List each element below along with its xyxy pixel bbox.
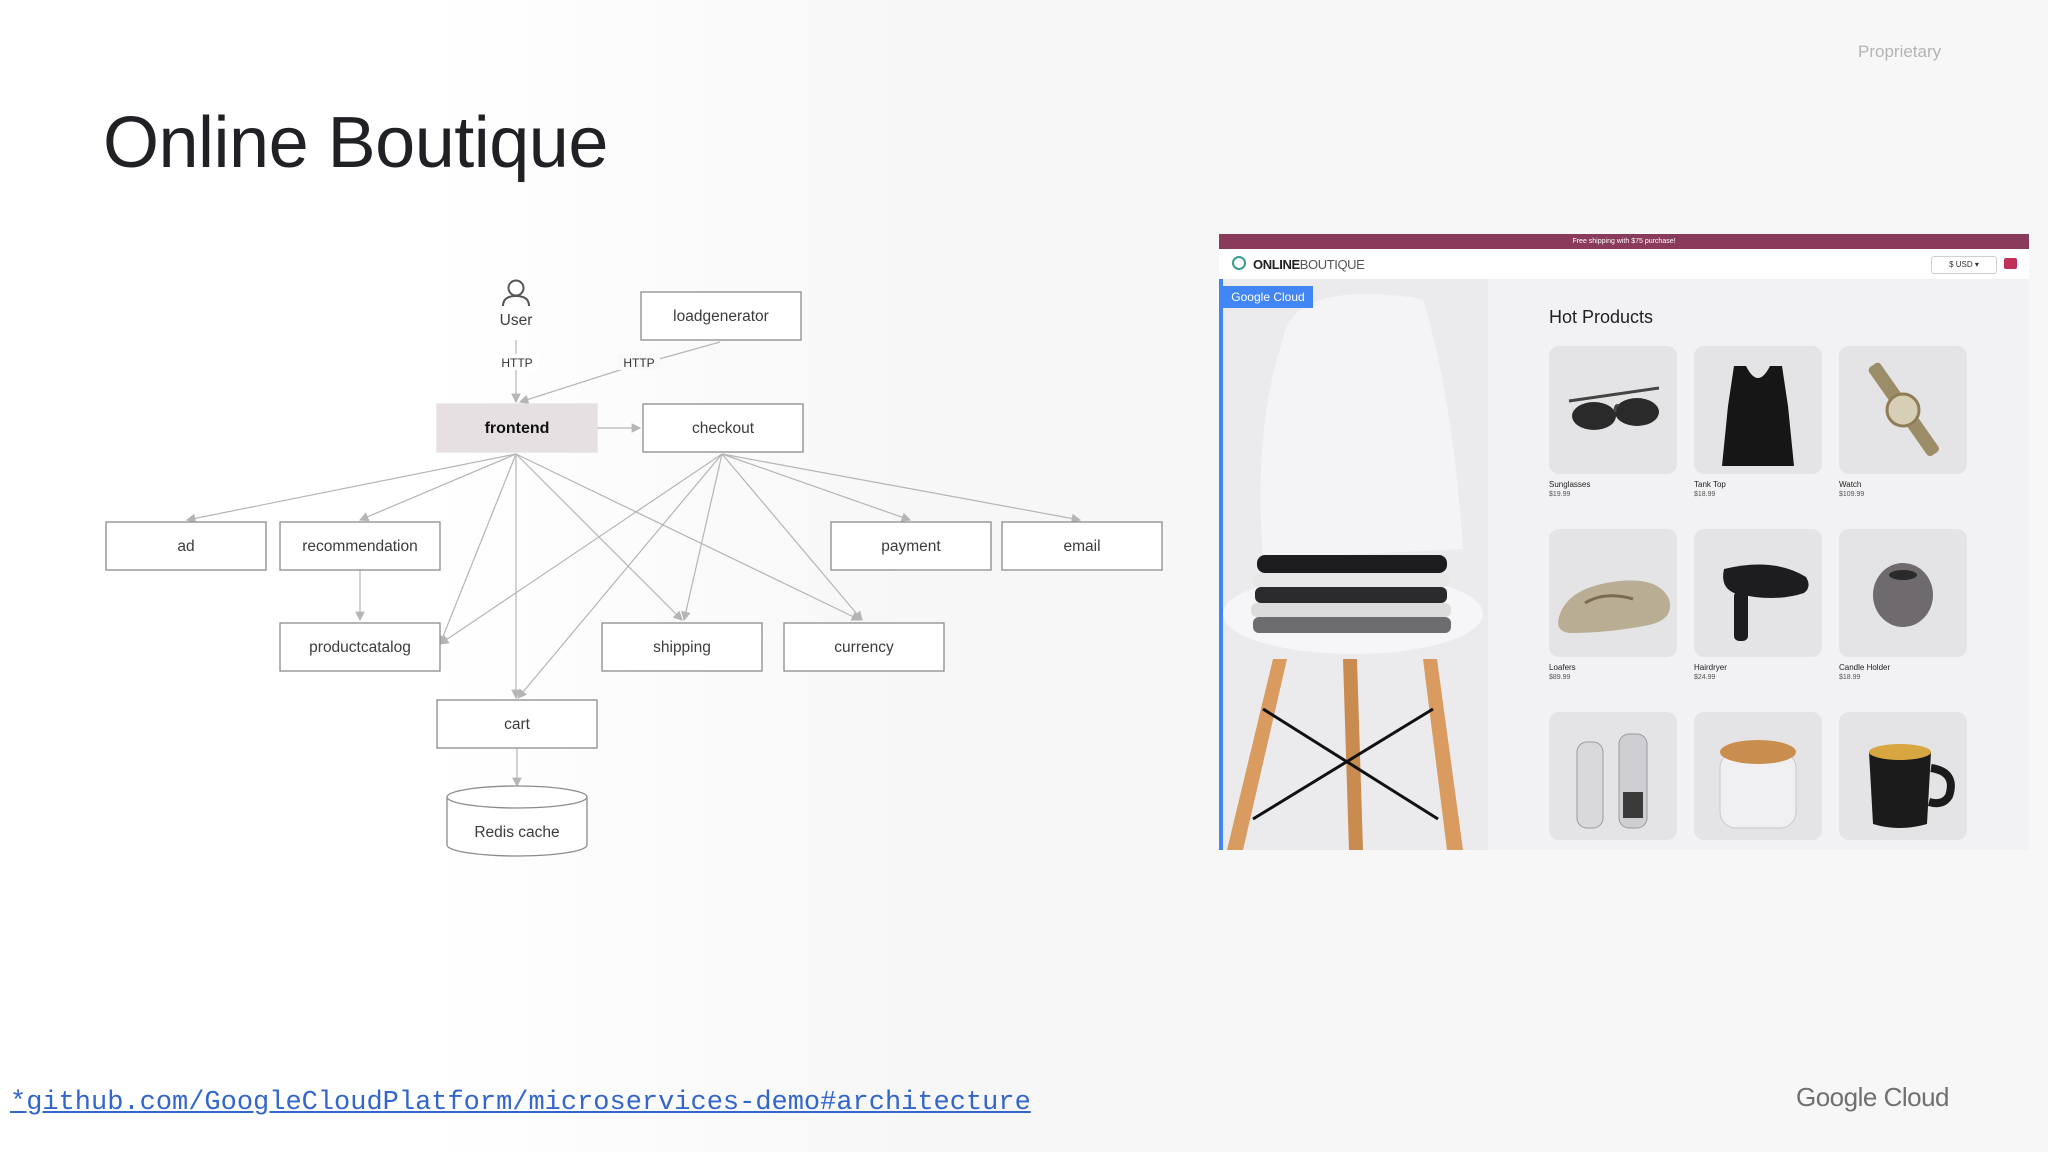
http-label-bg	[496, 354, 538, 370]
logo-icon	[1232, 256, 1246, 270]
product-name[interactable]: Candle Holder	[1839, 663, 1891, 672]
product-name[interactable]: Loafers	[1549, 663, 1576, 672]
user-label: User	[500, 312, 533, 329]
redis-cache-node	[446, 785, 588, 857]
ad-node	[105, 521, 267, 571]
google-cloud-logo: Google Cloud	[1796, 1082, 1950, 1112]
product-price: $89.99	[1549, 674, 1571, 681]
app-screenshot: Free shipping with $75 purchase! ONLINEB…	[1219, 234, 2029, 850]
cart-node	[436, 699, 598, 749]
frontend-label: frontend	[485, 420, 550, 437]
frontend-node	[436, 403, 598, 453]
product-name[interactable]: Sunglasses	[1549, 480, 1591, 489]
proprietary-label: Proprietary	[1858, 42, 1942, 61]
cart-icon[interactable]	[2004, 258, 2017, 269]
diagram-edges	[185, 340, 1082, 788]
shipping-label: shipping	[653, 639, 711, 656]
product-price: $19.99	[1549, 491, 1571, 498]
product-price: $109.99	[1839, 491, 1865, 498]
slide-title: Online Boutique	[103, 103, 608, 183]
product-image[interactable]	[1839, 529, 1967, 657]
productcatalog-label: productcatalog	[309, 639, 411, 656]
architecture-diagram: HTTP HTTP User loadgenerator frontend ch…	[105, 279, 1163, 857]
product-image[interactable]	[1694, 529, 1822, 657]
recommendation-label: recommendation	[302, 538, 417, 555]
payment-label: payment	[881, 538, 941, 555]
app-logo[interactable]: ONLINEBOUTIQUE	[1253, 257, 1365, 272]
redis-cache-label: Redis cache	[474, 824, 559, 841]
product-card[interactable]	[1839, 712, 1967, 846]
product-name[interactable]: Tank Top	[1694, 480, 1726, 489]
app-navbar: ONLINEBOUTIQUE $ USD ▾	[1219, 249, 2029, 279]
payment-node	[830, 521, 992, 571]
product-image[interactable]	[1839, 346, 1967, 474]
hot-products-heading: Hot Products	[1549, 307, 1654, 327]
product-price: $18.99	[1839, 674, 1861, 681]
product-image[interactable]	[1839, 712, 1967, 840]
product-image[interactable]	[1694, 346, 1822, 474]
user-icon	[502, 279, 530, 307]
loadgenerator-label: loadgenerator	[673, 308, 769, 325]
hero-image	[1219, 279, 1488, 850]
product-card[interactable]: Sunglasses $19.99	[1549, 346, 1677, 498]
google-cloud-badge: Google Cloud	[1223, 286, 1313, 308]
email-label: email	[1063, 538, 1100, 555]
product-card[interactable]: Loafers $89.99	[1549, 529, 1677, 681]
product-card[interactable]	[1549, 712, 1677, 846]
load-http-label: HTTP	[623, 356, 654, 370]
productcatalog-node	[279, 622, 441, 672]
product-card[interactable]: Candle Holder $18.99	[1839, 529, 1967, 681]
product-name[interactable]: Hairdryer	[1694, 663, 1727, 672]
chair-photo	[1223, 279, 1488, 850]
product-image[interactable]	[1549, 712, 1677, 840]
product-image[interactable]	[1694, 712, 1822, 840]
product-image[interactable]	[1549, 346, 1677, 474]
user-http-label: HTTP	[501, 356, 532, 370]
http-label-bg	[618, 354, 660, 370]
product-card[interactable]: Tank Top $18.99	[1694, 346, 1822, 498]
product-card[interactable]	[1694, 712, 1822, 846]
architecture-link[interactable]: *github.com/GoogleCloudPlatform/microser…	[10, 1088, 1031, 1118]
recommendation-node	[279, 521, 441, 571]
loadgenerator-node	[640, 291, 802, 341]
product-name[interactable]: Watch	[1839, 480, 1862, 489]
currency-select[interactable]: $ USD ▾	[1931, 256, 1997, 274]
product-price: $24.99	[1694, 674, 1716, 681]
cart-label: cart	[504, 716, 531, 733]
shipping-banner: Free shipping with $75 purchase!	[1219, 234, 2029, 249]
currency-node	[783, 622, 945, 672]
email-node	[1001, 521, 1163, 571]
checkout-node	[642, 403, 804, 453]
currency-label: currency	[834, 639, 894, 656]
ad-label: ad	[177, 538, 194, 555]
product-card[interactable]: Hairdryer $24.99	[1694, 529, 1822, 681]
product-card[interactable]: Watch $109.99	[1839, 346, 1967, 498]
checkout-label: checkout	[692, 420, 755, 437]
product-price: $18.99	[1694, 491, 1716, 498]
product-image[interactable]	[1549, 529, 1677, 657]
shipping-node	[601, 622, 763, 672]
